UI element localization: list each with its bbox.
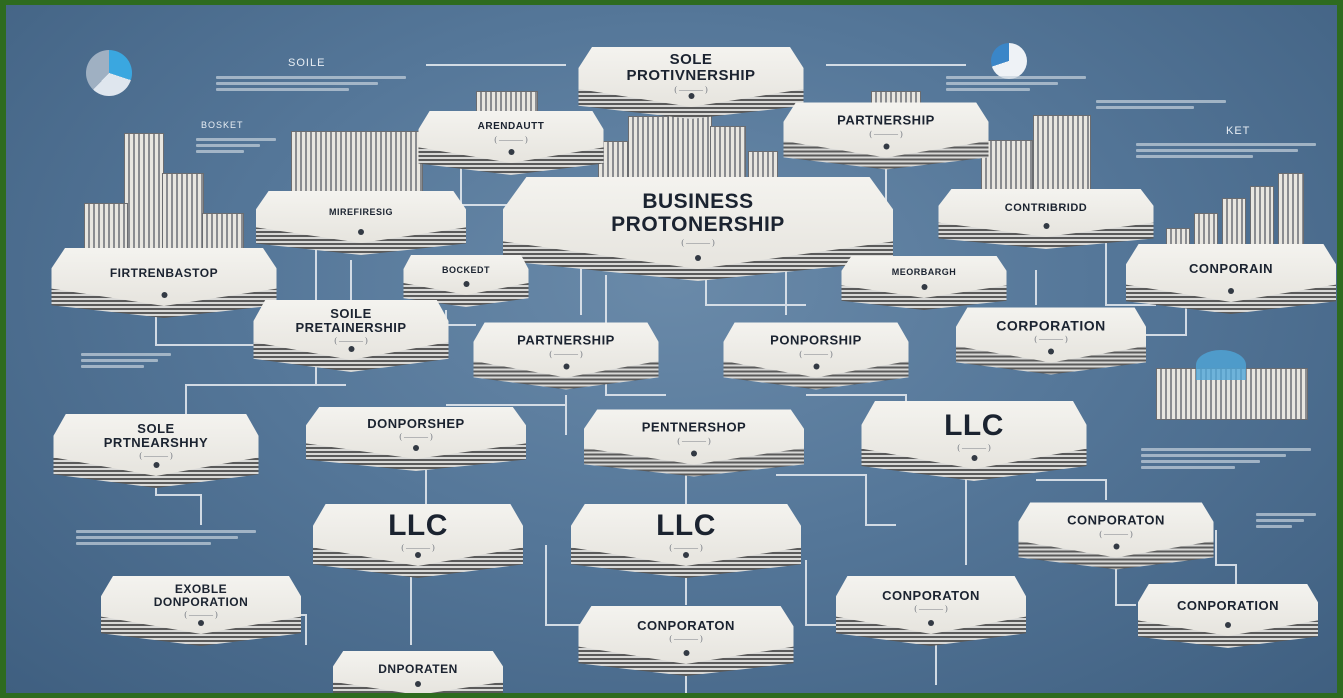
corner-label-building: BOSKET	[201, 120, 244, 130]
node-business-protonership[interactable]: BUSINESS PROTONERSHIP( ——— )	[503, 177, 893, 281]
node-donporshep[interactable]: DONPORSHEP( ——— )	[306, 407, 526, 471]
node-conporaton-bottom-right[interactable]: CONPORATON( ——— )	[836, 576, 1026, 646]
corner-label-top-right: KET	[1226, 125, 1251, 137]
pie-chart-icon	[86, 50, 132, 96]
node-sole-prtnearshhy[interactable]: SOLE PRTNEARSHHY( ——— )	[53, 414, 259, 488]
corner-label-top-left: SOILE	[288, 57, 326, 69]
note-block	[216, 73, 406, 94]
node-dnporaten[interactable]: DNPORATEN	[333, 651, 503, 693]
note-block	[1141, 445, 1311, 472]
donut-chart-icon	[991, 43, 1027, 79]
node-llc-left[interactable]: LLC( ——— )	[313, 504, 523, 578]
note-block	[946, 73, 1086, 94]
node-llc-right[interactable]: LLC( ——— )	[861, 401, 1087, 481]
note-block	[1136, 140, 1316, 161]
node-mirefiresig[interactable]: MIREFIRESIG	[256, 191, 466, 255]
node-soile-pretainership[interactable]: SOILE PRETAINERSHIP( ——— )	[253, 300, 449, 372]
note-block	[81, 350, 171, 371]
node-partnership-mid[interactable]: PARTNERSHIP( ——— )	[473, 322, 659, 390]
diagram-canvas: SOILE KET BOSKET	[6, 5, 1337, 693]
node-llc-center[interactable]: LLC( ——— )	[571, 504, 801, 578]
office-building-icon	[981, 115, 1091, 197]
node-exoble-donporation[interactable]: EXOBLE DONPORATION( ——— )	[101, 576, 301, 646]
domed-building-icon	[1156, 350, 1308, 420]
node-conporain[interactable]: CONPORAIN	[1126, 244, 1336, 314]
node-conporation-far-right[interactable]: CONPORATION	[1138, 584, 1318, 648]
node-pentnership[interactable]: PENTNERSHOP( ——— )	[584, 409, 804, 477]
note-block	[196, 135, 276, 156]
node-firtrenbastop[interactable]: FIRTRENBASTOP	[51, 248, 277, 318]
node-partnership-top[interactable]: PARTNERSHIP( ——— )	[783, 102, 989, 170]
note-block	[76, 527, 256, 548]
note-block	[1256, 510, 1316, 531]
node-contribridd[interactable]: CONTRIBRIDD	[938, 189, 1154, 249]
node-ponporship[interactable]: PONPORSHIP( ——— )	[723, 322, 909, 390]
node-bockedt[interactable]: BOCKEDT	[403, 255, 529, 307]
node-conporaton-right[interactable]: CONPORATON( ——— )	[1018, 502, 1214, 570]
node-conporaton-bottom-center[interactable]: CONPORATON( ——— )	[578, 606, 794, 676]
node-corporation-mid[interactable]: CORPORATION( ——— )	[956, 307, 1146, 375]
node-arendautt[interactable]: ARENDAUTT( ——— )	[418, 111, 604, 175]
node-meorbargh[interactable]: MEORBARGH	[841, 256, 1007, 310]
note-block	[1096, 97, 1226, 112]
node-sole-protivnership[interactable]: SOLE PROTIVNERSHIP( ——— )	[578, 47, 804, 119]
